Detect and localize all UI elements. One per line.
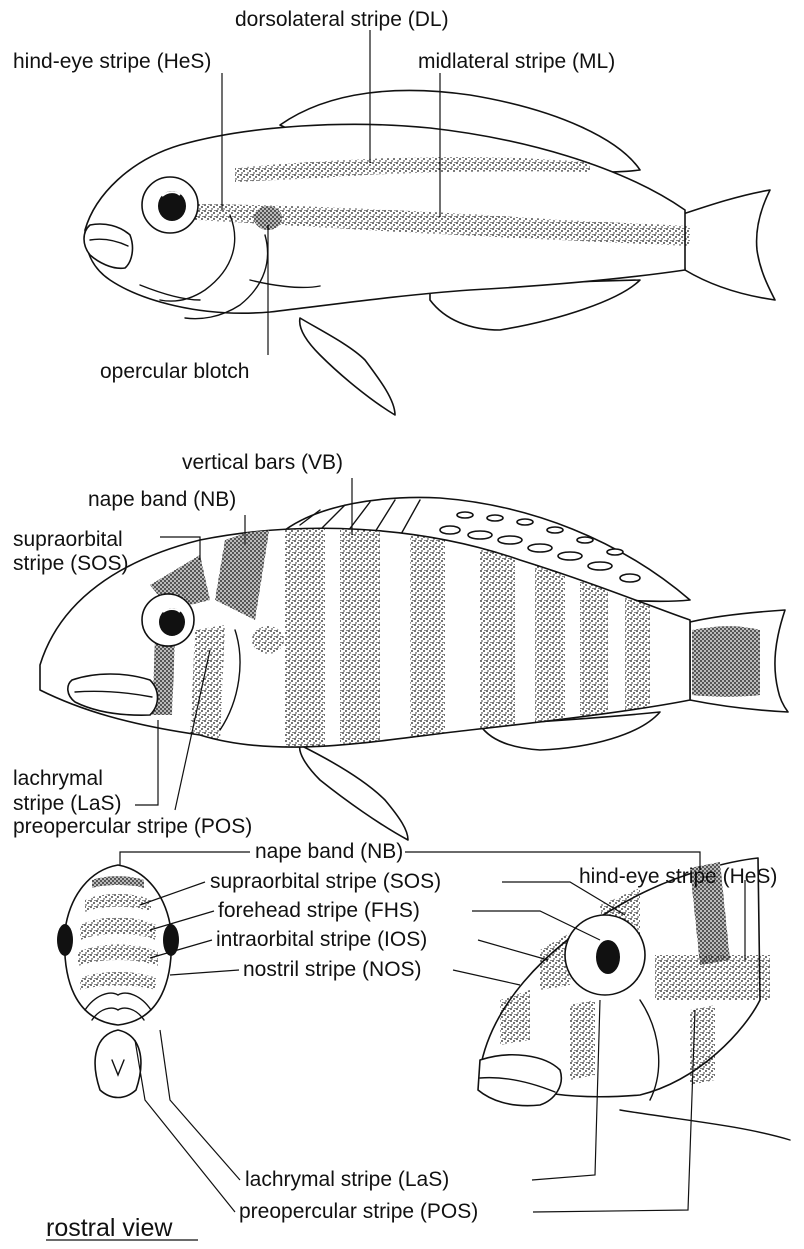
label-forehead-stripe: forehead stripe (FHS) — [218, 899, 420, 922]
label-hind-eye-stripe: hind-eye stripe (HeS) — [13, 50, 211, 73]
pupil — [159, 608, 185, 636]
pupil-lateral — [596, 940, 620, 974]
left-eye — [57, 924, 73, 956]
label-nostril-stripe: nostril stripe (NOS) — [243, 958, 422, 981]
label-nape-band: nape band (NB) — [88, 488, 236, 511]
preopercular-stripe — [190, 625, 225, 740]
right-eye — [163, 924, 179, 956]
label-lachrymal-stripe-LaS: lachrymal stripe (LaS) — [245, 1168, 449, 1191]
label-lachrymal-line2: stripe (LaS) — [13, 792, 122, 815]
fish-figure-barred: vertical bars (VB) nape band (NB) suprao… — [13, 451, 788, 840]
label-preopercular-stripe: preopercular stripe (POS) — [13, 815, 252, 838]
label-rostral-view: rostral view — [46, 1214, 173, 1242]
head-views-figure: hind-eye stripe (HeS) nape band (NB) sup… — [46, 840, 790, 1242]
lateral-view-head — [478, 858, 790, 1140]
label-lachrymal-line1: lachrymal — [13, 767, 103, 790]
rostral-view-head — [57, 865, 179, 1098]
label-nape-band-NB: nape band (NB) — [255, 840, 403, 863]
pelvic-fin — [300, 745, 408, 840]
caudal-fin — [680, 190, 775, 300]
pelvic-fin — [300, 318, 395, 415]
mouth — [84, 224, 132, 268]
label-supraorbital-line2: stripe (SOS) — [13, 552, 129, 575]
label-opercular-blotch: opercular blotch — [100, 360, 249, 383]
fish-figure-striped: dorsolateral stripe (DL) hind-eye stripe… — [13, 8, 775, 415]
label-midlateral-stripe: midlateral stripe (ML) — [418, 50, 615, 73]
hind-eye-stripe-lateral — [655, 955, 770, 1000]
label-supraorbital-stripe-SOS: supraorbital stripe (SOS) — [210, 870, 441, 893]
label-vertical-bars: vertical bars (VB) — [182, 451, 343, 474]
label-hind-eye-stripe-HeS: hind-eye stripe (HeS) — [579, 865, 777, 888]
label-preopercular-stripe-POS: preopercular stripe (POS) — [239, 1200, 478, 1223]
label-intraorbital-stripe: intraorbital stripe (IOS) — [216, 928, 427, 951]
label-dorsolateral-stripe: dorsolateral stripe (DL) — [235, 8, 449, 31]
mouth — [68, 674, 158, 715]
label-supraorbital-line1: supraorbital — [13, 528, 123, 551]
